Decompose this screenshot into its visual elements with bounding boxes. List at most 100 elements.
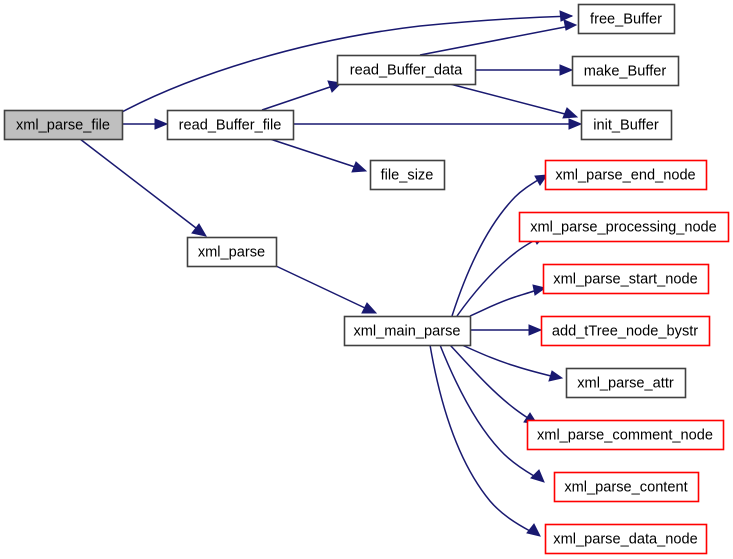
- node-box[interactable]: [3, 109, 124, 141]
- node-xml_parse_start_node[interactable]: xml_parse_start_node: [542, 263, 710, 295]
- edge-line: [449, 83, 566, 115]
- node-label: xml_parse_attr: [577, 375, 674, 391]
- node-xml_parse_processing_node[interactable]: xml_parse_processing_node: [518, 211, 730, 243]
- node-xml_parse_file[interactable]: xml_parse_file: [3, 109, 124, 141]
- arrowhead-icon: [526, 523, 541, 537]
- arrowhead-icon: [562, 107, 579, 119]
- edge-line: [269, 138, 356, 168]
- arrowhead-icon: [528, 324, 543, 336]
- edge-xml_main_parse-to-xml_parse_processing_node: [456, 234, 547, 317]
- edge-read_Buffer_file-to-init_Buffer: [293, 118, 583, 130]
- node-label: init_Buffer: [593, 117, 659, 133]
- node-box[interactable]: [544, 159, 708, 191]
- node-box[interactable]: [565, 367, 687, 399]
- edge-xml_main_parse-to-xml_parse_start_node: [469, 284, 547, 317]
- arrowhead-icon: [559, 64, 574, 76]
- node-label: xml_parse_processing_node: [530, 219, 717, 235]
- edge-xml_parse_file-to-xml_parse: [79, 138, 208, 237]
- node-label: make_Buffer: [584, 63, 667, 79]
- node-xml_parse[interactable]: xml_parse: [186, 236, 278, 268]
- node-file_size[interactable]: file_size: [369, 159, 446, 191]
- arrowhead-icon: [563, 19, 578, 31]
- node-box[interactable]: [526, 419, 725, 451]
- node-label: file_size: [381, 167, 434, 183]
- arrowhead-icon: [559, 10, 574, 22]
- arrowhead-icon: [191, 223, 208, 237]
- node-label: xml_main_parse: [353, 323, 460, 339]
- edge-line: [121, 15, 573, 113]
- node-box[interactable]: [580, 109, 673, 141]
- edge-line: [419, 26, 566, 56]
- arrowhead-icon: [532, 284, 547, 296]
- edge-xml_parse_file-to-read_Buffer_file: [122, 118, 169, 130]
- edge-read_Buffer_file-to-read_Buffer_data: [261, 80, 343, 111]
- edge-line: [461, 344, 552, 377]
- node-init_Buffer[interactable]: init_Buffer: [580, 109, 673, 141]
- node-label: read_Buffer_file: [179, 117, 282, 133]
- edge-line: [456, 239, 536, 317]
- node-label: xml_parse_content: [564, 479, 687, 495]
- node-box[interactable]: [544, 523, 708, 555]
- node-box[interactable]: [369, 159, 446, 191]
- arrowhead-icon: [351, 161, 368, 173]
- node-box[interactable]: [186, 236, 278, 268]
- edge-read_Buffer_data-to-free_Buffer: [419, 19, 578, 56]
- edge-line: [261, 86, 331, 111]
- node-xml_parse_end_node[interactable]: xml_parse_end_node: [544, 159, 708, 191]
- node-box[interactable]: [336, 54, 477, 86]
- node-read_Buffer_file[interactable]: read_Buffer_file: [166, 109, 295, 141]
- node-box[interactable]: [577, 3, 676, 35]
- edge-read_Buffer_data-to-init_Buffer: [449, 83, 579, 119]
- node-free_Buffer[interactable]: free_Buffer: [577, 3, 676, 35]
- arrowhead-icon: [568, 118, 583, 130]
- arrowhead-icon: [548, 370, 564, 382]
- node-xml_parse_attr[interactable]: xml_parse_attr: [565, 367, 687, 399]
- node-read_Buffer_data[interactable]: read_Buffer_data: [336, 54, 477, 86]
- edge-xml_main_parse-to-add_tTree_node_bystr: [470, 324, 543, 336]
- node-label: add_tTree_node_bystr: [552, 323, 698, 339]
- edge-line: [79, 138, 197, 229]
- node-box[interactable]: [542, 263, 710, 295]
- edge-xml_parse_file-to-free_Buffer: [121, 10, 574, 113]
- arrowhead-icon: [361, 302, 378, 314]
- node-xml_main_parse[interactable]: xml_main_parse: [343, 315, 472, 347]
- edge-line: [469, 290, 535, 317]
- edge-line: [275, 265, 366, 309]
- node-box[interactable]: [571, 55, 680, 87]
- node-box[interactable]: [166, 109, 295, 141]
- edge-xml_main_parse-to-xml_parse_end_node: [451, 174, 549, 317]
- node-xml_parse_content[interactable]: xml_parse_content: [553, 471, 700, 503]
- edge-layer: [79, 10, 583, 537]
- edge-xml_main_parse-to-xml_parse_attr: [461, 344, 564, 382]
- node-box[interactable]: [553, 471, 700, 503]
- arrowhead-icon: [530, 469, 545, 483]
- node-box[interactable]: [518, 211, 730, 243]
- edge-line: [449, 344, 529, 419]
- node-label: xml_parse_start_node: [553, 271, 697, 287]
- node-add_tTree_node_bystr[interactable]: add_tTree_node_bystr: [540, 315, 711, 347]
- arrowhead-icon: [154, 118, 169, 130]
- node-label: xml_parse_end_node: [555, 167, 695, 183]
- node-label: xml_parse_comment_node: [537, 427, 713, 443]
- node-label: xml_parse_data_node: [553, 531, 697, 547]
- edge-xml_main_parse-to-xml_parse_comment_node: [449, 344, 539, 425]
- node-label: free_Buffer: [590, 11, 662, 27]
- node-xml_parse_data_node[interactable]: xml_parse_data_node: [544, 523, 708, 555]
- node-make_Buffer[interactable]: make_Buffer: [571, 55, 680, 87]
- node-box[interactable]: [540, 315, 711, 347]
- edge-line: [451, 179, 539, 317]
- edge-xml_main_parse-to-xml_parse_data_node: [429, 344, 541, 537]
- edge-read_Buffer_file-to-file_size: [269, 138, 368, 173]
- arrowhead-icon: [534, 174, 549, 186]
- node-label: xml_parse: [198, 244, 265, 260]
- node-layer: xml_parse_file read_Buffer_file read_Buffe…: [3, 3, 730, 555]
- node-box[interactable]: [343, 315, 472, 347]
- node-label: read_Buffer_data: [350, 62, 463, 78]
- edge-xml_parse-to-xml_main_parse: [275, 265, 378, 314]
- edge-read_Buffer_data-to-make_Buffer: [475, 64, 574, 76]
- edge-line: [439, 344, 535, 477]
- node-xml_parse_comment_node[interactable]: xml_parse_comment_node: [526, 419, 725, 451]
- edge-line: [429, 344, 531, 532]
